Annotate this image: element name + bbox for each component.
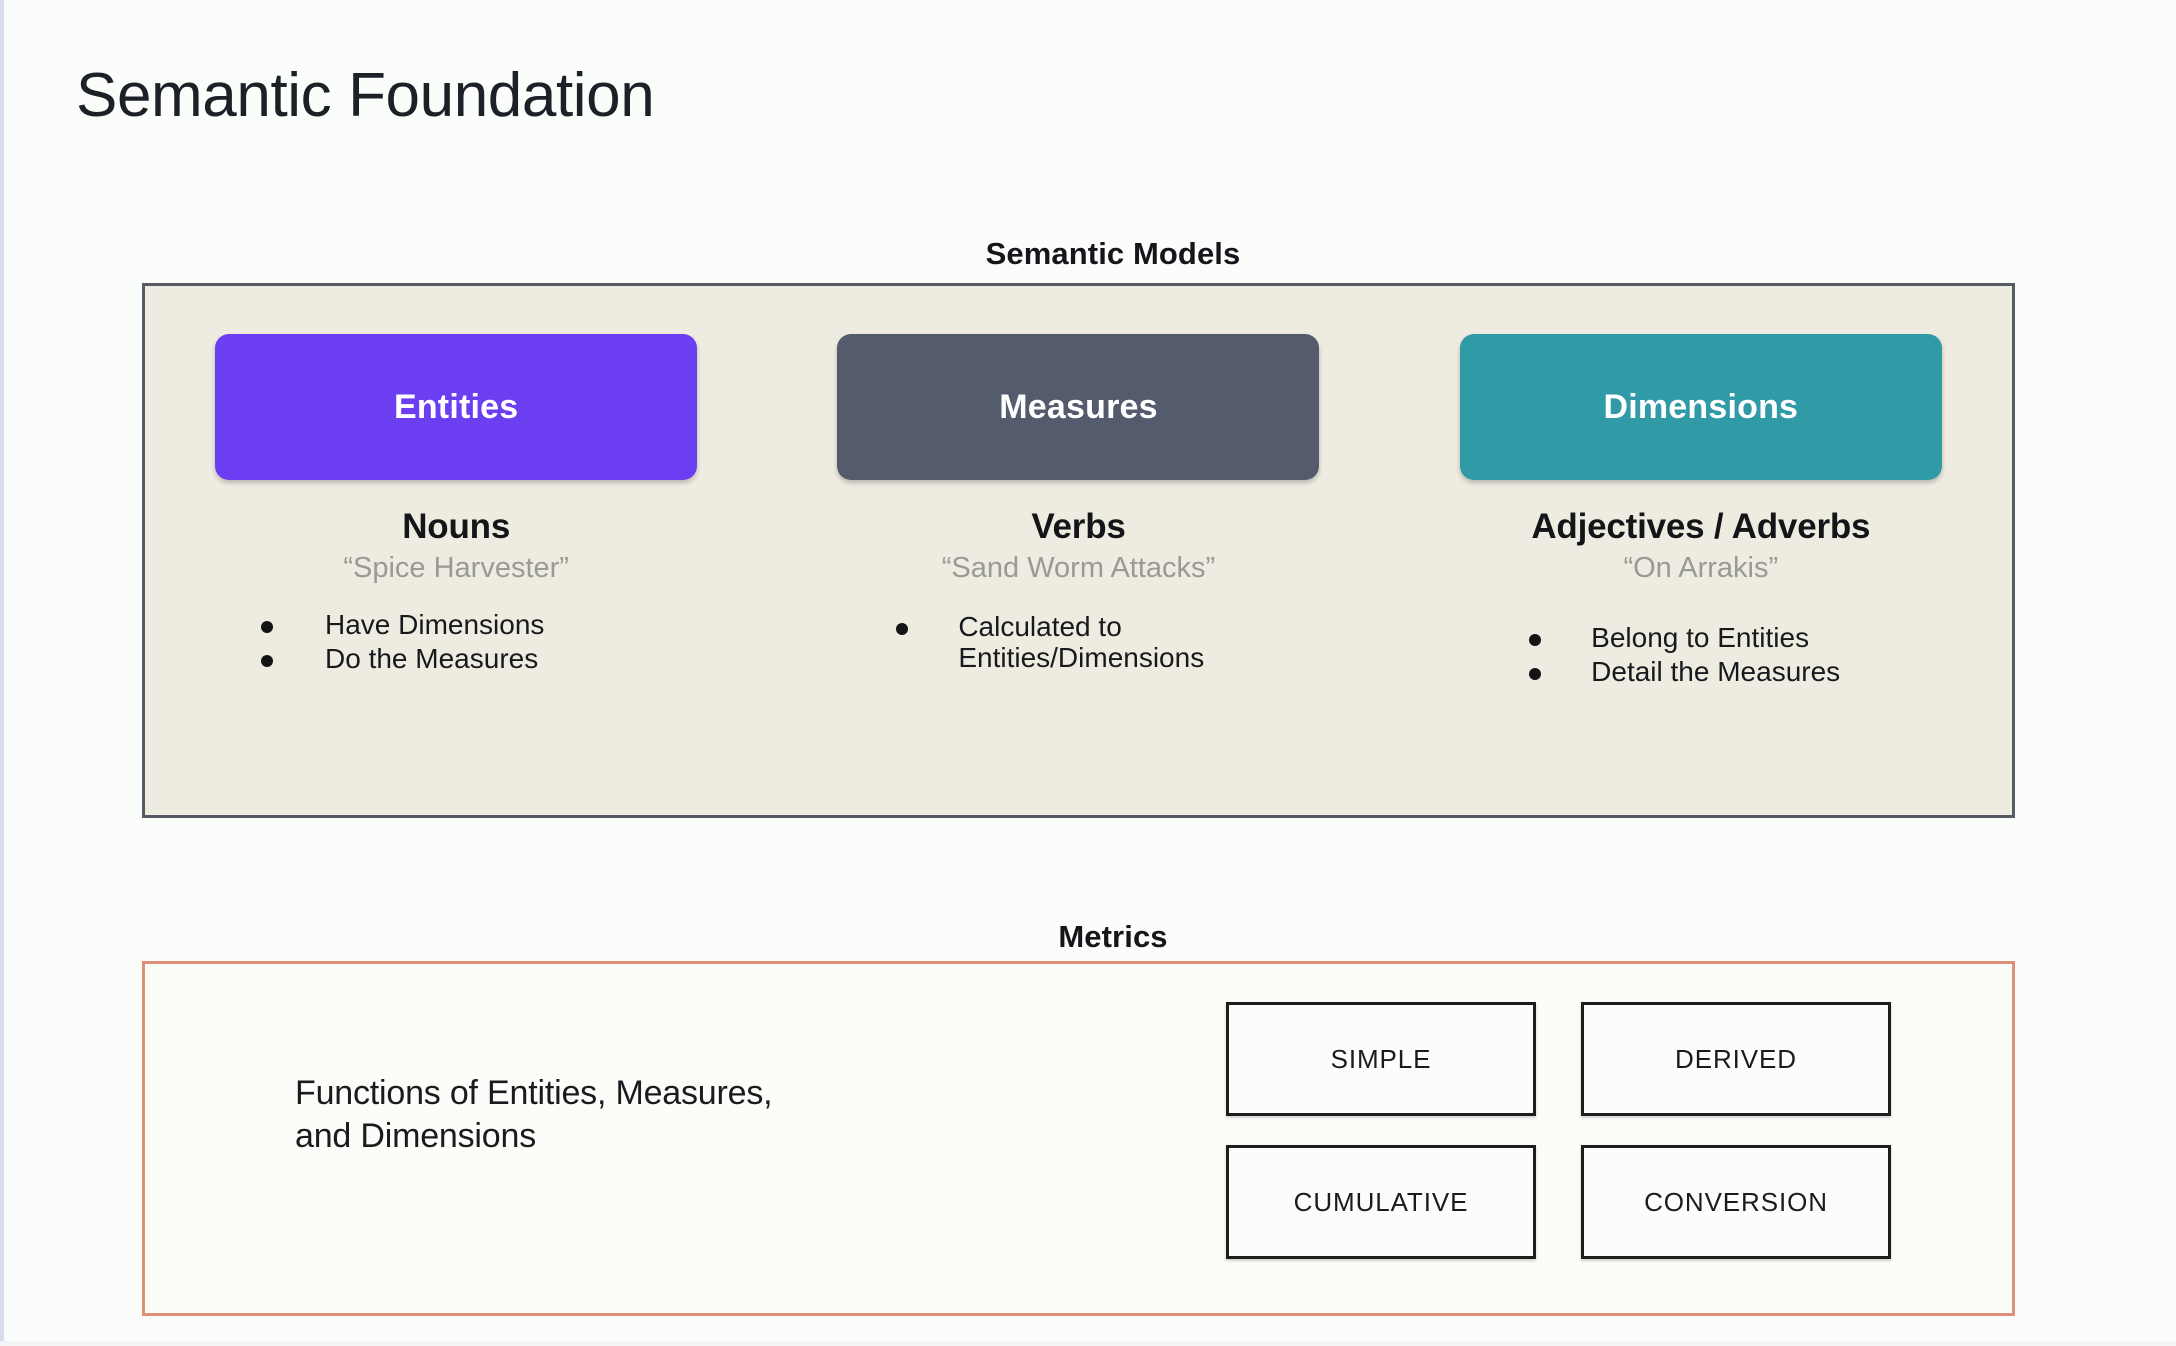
measures-bullet-0: Calculated to Entities/Dimensions [958,611,1205,674]
semantic-models-caption: Semantic Models [985,236,1241,271]
model-column-entities: Entities Nouns “Spice Harvester” Have Di… [145,286,767,815]
entities-part-of-speech: Nouns [402,507,511,546]
metrics-description: Functions of Entities, Measures, and Dim… [295,1072,773,1158]
semantic-models-panel: Entities Nouns “Spice Harvester” Have Di… [142,283,2015,818]
measures-part-of-speech: Verbs [1031,507,1126,546]
bullet-dot-icon [261,621,273,633]
bottom-edge-strip [0,1341,2176,1346]
bullet-dot-icon [1529,668,1542,681]
list-item: Detail the Measures [1529,656,2151,687]
dimensions-bullet-0: Belong to Entities [1591,622,1810,653]
metric-type-simple[interactable]: SIMPLE [1226,1002,1536,1116]
bullet-dot-icon [1529,634,1542,646]
list-item: Have Dimensions [261,609,883,640]
page-title: Semantic Foundation [76,61,655,130]
list-item: Do the Measures [261,643,883,674]
entities-pill[interactable]: Entities [215,334,698,480]
list-item: Calculated to Entities/Dimensions [896,611,1518,674]
model-column-dimensions: Dimensions Adjectives / Adverbs “On Arra… [1390,286,2012,815]
metric-type-grid: SIMPLE DERIVED CUMULATIVE CONVERSION [1226,1002,1906,1259]
semantic-models-grid: Entities Nouns “Spice Harvester” Have Di… [145,286,2012,815]
metrics-panel: Functions of Entities, Measures, and Dim… [142,961,2015,1316]
bullet-dot-icon [896,623,909,635]
metrics-description-line-2: and Dimensions [295,1117,536,1156]
metrics-description-line-1: Functions of Entities, Measures, [295,1074,773,1112]
entities-bullet-list: Have Dimensions Do the Measures [29,609,883,678]
left-edge-strip [0,0,4,1346]
measures-example: “Sand Worm Attacks” [941,552,1216,584]
metric-type-cumulative[interactable]: CUMULATIVE [1226,1145,1536,1259]
entities-bullet-1: Do the Measures [325,643,539,675]
measures-bullet-list: Calculated to Entities/Dimensions [638,611,1518,677]
entities-bullet-0: Have Dimensions [325,609,545,640]
metric-type-conversion[interactable]: CONVERSION [1581,1145,1891,1259]
metrics-caption: Metrics [1058,919,1168,954]
dimensions-part-of-speech: Adjectives / Adverbs [1531,507,1871,546]
metric-type-derived[interactable]: DERIVED [1581,1002,1891,1116]
entities-example: “Spice Harvester” [343,552,569,584]
dimensions-bullet-1: Detail the Measures [1591,656,1841,688]
dimensions-bullet-list: Belong to Entities Detail the Measures [1250,622,2151,691]
bullet-dot-icon [261,655,273,668]
model-column-measures: Measures Verbs “Sand Worm Attacks” Calcu… [767,286,1389,815]
list-item: Belong to Entities [1529,622,2151,653]
dimensions-pill[interactable]: Dimensions [1459,334,1942,480]
measures-pill[interactable]: Measures [837,334,1320,480]
dimensions-example: “On Arrakis” [1623,552,1779,584]
